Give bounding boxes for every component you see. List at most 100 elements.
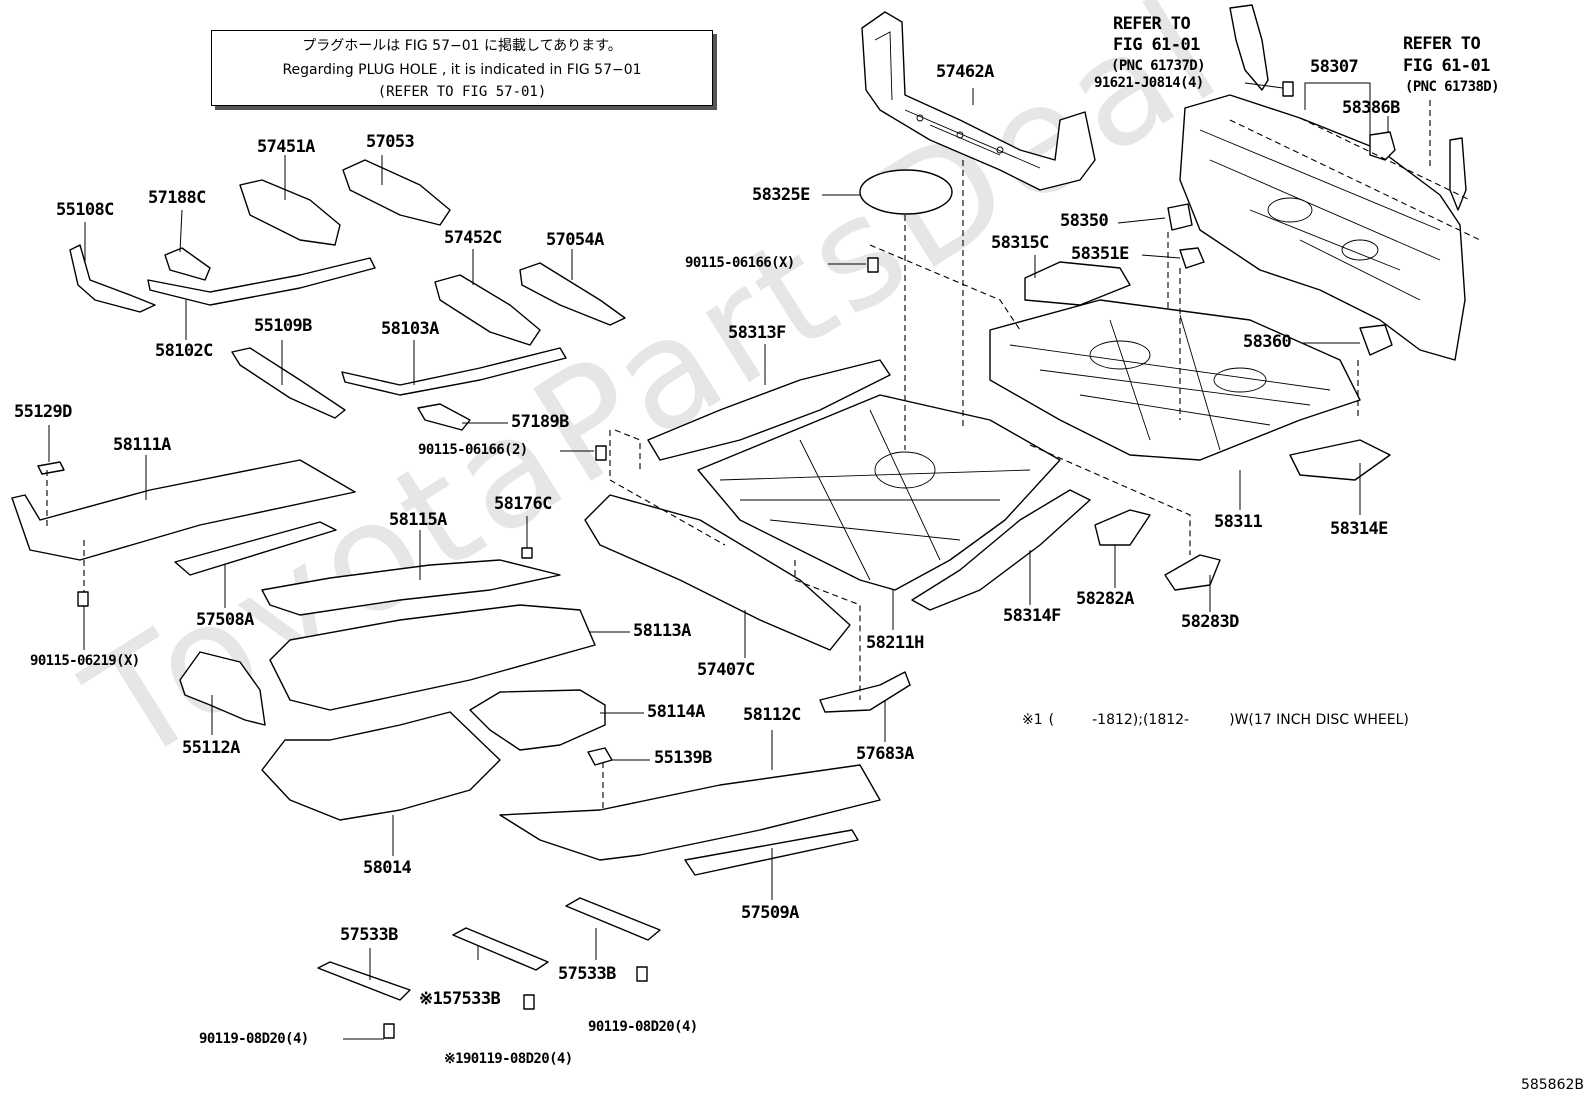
part-label-57189B[interactable]: 57189B — [511, 412, 569, 432]
part-58014-shape — [261, 711, 501, 821]
note-line-en: Regarding PLUG HOLE , it is indicated in… — [282, 62, 642, 78]
remark-range2: )W(17 INCH DISC WHEEL) — [1229, 712, 1409, 728]
leader-lines — [48, 82, 1389, 1040]
part-58325E-shape — [859, 169, 953, 215]
part-label-58325E[interactable]: 58325E — [752, 185, 810, 205]
part-58103A-shape — [341, 347, 567, 396]
part-label-57407C[interactable]: 57407C — [697, 660, 755, 680]
part-label-58114A[interactable]: 58114A — [647, 702, 705, 722]
part-label-58103A[interactable]: 58103A — [381, 319, 439, 339]
part-57407C-shape — [584, 494, 851, 651]
refer-left-pnc: (PNC 61737D) — [1111, 58, 1206, 74]
part-label-57683A[interactable]: 57683A — [856, 744, 914, 764]
part-label-58102C[interactable]: 58102C — [155, 341, 213, 361]
part-label-91621-J0814[interactable]: 91621-J0814(4) — [1094, 75, 1204, 91]
part-57508A-shape — [174, 521, 337, 576]
part-label-90115-06166-x[interactable]: 90115-06166(X) — [685, 255, 795, 271]
part-58351E-shape — [1179, 247, 1205, 269]
refer-left-line2: FIG 61-01 — [1113, 35, 1200, 55]
part-label-58311[interactable]: 58311 — [1214, 512, 1263, 532]
part-label-58313F[interactable]: 58313F — [728, 323, 786, 343]
part-label-57533B-1[interactable]: 57533B — [340, 925, 398, 945]
part-58311-shape — [989, 299, 1361, 461]
part-label-90115-06166-2[interactable]: 90115-06166(2) — [418, 442, 528, 458]
part-label-58176C[interactable]: 58176C — [494, 494, 552, 514]
figure-id: 585862B — [1520, 1077, 1584, 1093]
part-label-55108C[interactable]: 55108C — [56, 200, 114, 220]
part-58113A-shape — [269, 604, 596, 711]
part-label-57452C[interactable]: 57452C — [444, 228, 502, 248]
part-label-58211H[interactable]: 58211H — [866, 633, 924, 653]
part-label-57462A[interactable]: 57462A — [936, 62, 994, 82]
remark-open: ( — [1048, 712, 1055, 728]
part-label-90119-08D20-1[interactable]: 90119-08D20(4) — [199, 1031, 309, 1047]
part-label-55129D[interactable]: 55129D — [14, 402, 72, 422]
part-label-57533B-3[interactable]: ※157533B — [419, 989, 501, 1009]
part-label-58113A[interactable]: 58113A — [633, 621, 691, 641]
note-line-jp: プラグホールは FIG 57−01 に掲載してあります。 — [302, 38, 622, 54]
part-label-57188C[interactable]: 57188C — [148, 188, 206, 208]
part-58176C-shape — [521, 547, 533, 559]
part-label-57533B-2[interactable]: 57533B — [558, 964, 616, 984]
part-58111A-shape — [11, 459, 356, 561]
part-label-58315C[interactable]: 58315C — [991, 233, 1049, 253]
part-58211H-shape — [697, 394, 1061, 591]
part-55109B-shape — [231, 347, 346, 419]
note-line-ref: (REFER TO FIG 57-01) — [377, 84, 547, 100]
part-refer-right-shape — [1449, 137, 1467, 211]
part-label-90115-06219-x[interactable]: 90115-06219(X) — [30, 653, 140, 669]
part-57533B-pad-2 — [452, 927, 549, 971]
refer-right-pnc: (PNC 61738D) — [1405, 79, 1500, 95]
part-58307-shape — [1179, 94, 1466, 361]
part-57683A-shape — [819, 671, 911, 713]
part-58314E-shape — [1289, 439, 1391, 481]
bolt-icons — [77, 81, 1294, 1039]
part-58115A-shape — [261, 559, 561, 616]
part-57451A-shape — [239, 179, 341, 246]
part-label-58111A[interactable]: 58111A — [113, 435, 171, 455]
part-58315C-shape — [1024, 261, 1131, 306]
part-label-58314E[interactable]: 58314E — [1330, 519, 1388, 539]
part-label-55139B[interactable]: 55139B — [654, 748, 712, 768]
part-57053-shape — [342, 159, 451, 226]
wheel-remark: ※1(-1812);(1812-)W(17 INCH DISC WHEEL) — [1022, 712, 1409, 728]
part-55108C-shape — [69, 244, 156, 313]
dashed-guides — [46, 100, 1481, 810]
refer-left-line1: REFER TO — [1113, 14, 1191, 34]
part-label-58112C[interactable]: 58112C — [743, 705, 801, 725]
part-label-58307[interactable]: 58307 — [1310, 57, 1359, 77]
part-label-58282A[interactable]: 58282A — [1076, 589, 1134, 609]
remark-range1: -1812);(1812- — [1092, 712, 1190, 728]
part-55112A-shape — [179, 651, 266, 726]
part-label-58360[interactable]: 58360 — [1243, 332, 1292, 352]
part-58102C-shape — [147, 257, 376, 306]
part-label-58350[interactable]: 58350 — [1060, 211, 1109, 231]
part-label-55109B[interactable]: 55109B — [254, 316, 312, 336]
part-58283D-shape — [1164, 554, 1221, 591]
part-55129D-shape — [37, 461, 65, 475]
part-label-57451A[interactable]: 57451A — [257, 137, 315, 157]
part-label-90119-08D20-2[interactable]: 90119-08D20(4) — [588, 1019, 698, 1035]
refer-right-line1: REFER TO — [1403, 34, 1481, 54]
part-label-58115A[interactable]: 58115A — [389, 510, 447, 530]
part-label-90119-08D20-3[interactable]: ※190119-08D20(4) — [444, 1051, 573, 1067]
part-label-58386B[interactable]: 58386B — [1342, 98, 1400, 118]
part-label-55112A[interactable]: 55112A — [182, 738, 240, 758]
part-label-58014[interactable]: 58014 — [363, 858, 412, 878]
part-label-57054A[interactable]: 57054A — [546, 230, 604, 250]
part-label-57508A[interactable]: 57508A — [196, 610, 254, 630]
part-58386B-shape — [1369, 131, 1396, 161]
part-label-58351E[interactable]: 58351E — [1071, 244, 1129, 264]
part-57533B-pad-3 — [565, 897, 661, 941]
part-57462A-shape — [861, 11, 1096, 191]
part-57189B-shape — [417, 403, 471, 431]
part-label-58314F[interactable]: 58314F — [1003, 606, 1061, 626]
part-58313F-shape — [647, 359, 891, 461]
part-label-58283D[interactable]: 58283D — [1181, 612, 1239, 632]
part-label-57053[interactable]: 57053 — [366, 132, 415, 152]
part-57452C-shape — [434, 274, 541, 346]
part-label-57509A[interactable]: 57509A — [741, 903, 799, 923]
part-58112C-shape — [499, 764, 881, 861]
